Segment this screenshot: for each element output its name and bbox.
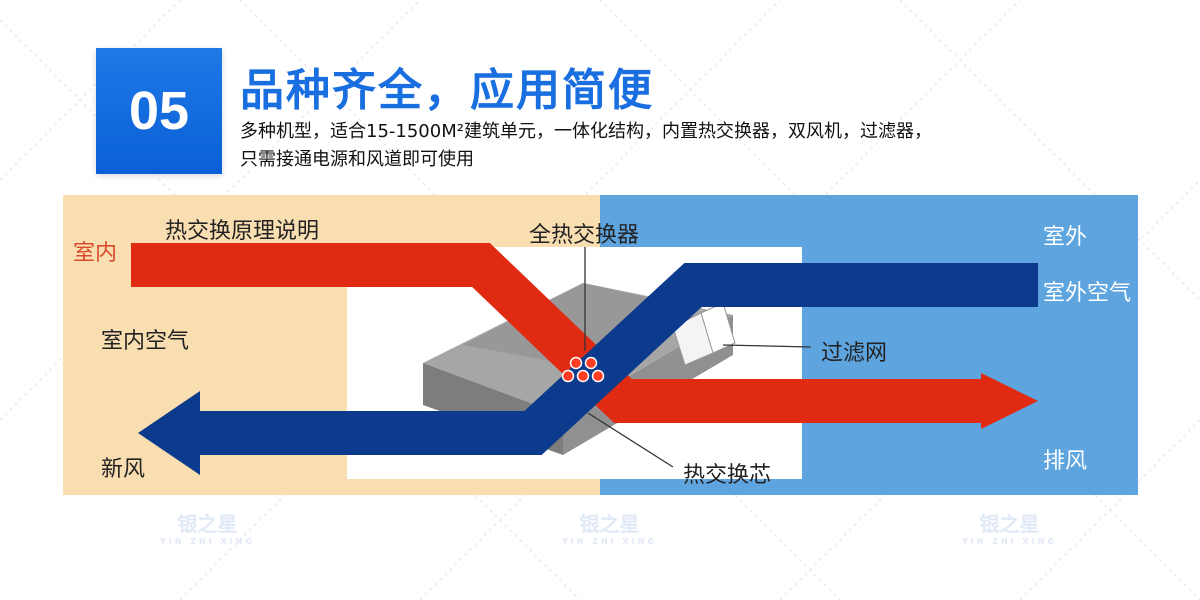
watermark-brand: 银之星 [177, 512, 238, 536]
filter-box [672, 302, 736, 366]
description-line: 多种机型，适合15-1500M²建筑单元，一体化结构，内置热交换器，双风机，过滤… [240, 121, 932, 142]
indoor-zone-label: 室内 [73, 241, 118, 266]
diagram-graphic [63, 195, 1138, 495]
watermark-sub: YIN ZHI XING [962, 537, 1057, 546]
description: 多种机型，适合15-1500M²建筑单元，一体化结构，内置热交换器，双风机，过滤… [240, 118, 1140, 174]
watermark-sub: YIN ZHI XING [160, 537, 255, 546]
exhaust-airflow-arrow [131, 243, 1038, 429]
section-number-badge: 05 [96, 48, 222, 174]
page-title: 品种齐全，应用简便 [240, 65, 654, 116]
watermark-brand: 银之星 [579, 512, 640, 536]
indoor-air-label: 室内空气 [101, 329, 190, 354]
exchanger-label: 全热交换器 [529, 223, 640, 248]
fresh-air-label: 新风 [101, 457, 146, 482]
diagram-title: 热交换原理说明 [165, 219, 320, 244]
watermark-brand: 银之星 [979, 512, 1040, 536]
heat-exchange-diagram: 室内 热交换原理说明 室内空气 新风 全热交换器 室外 室外空气 过滤网 热交换… [63, 195, 1138, 495]
filter-label: 过滤网 [821, 341, 888, 366]
watermark-sub: YIN ZHI XING [562, 537, 657, 546]
exchange-dots [561, 356, 605, 383]
watermark: 银之星 YIN ZHI XING [160, 508, 255, 546]
outdoor-air-label: 室外空气 [1043, 281, 1132, 306]
watermark: 银之星 YIN ZHI XING [562, 508, 657, 546]
leader-lines [584, 247, 812, 468]
outdoor-zone-label: 室外 [1043, 225, 1088, 250]
exhaust-label: 排风 [1043, 449, 1088, 474]
description-line: 只需接通电源和风道即可使用 [240, 149, 474, 170]
fresh-airflow-arrow [138, 263, 1038, 475]
core-label: 热交换芯 [683, 463, 772, 488]
watermark: 银之星 YIN ZHI XING [962, 508, 1057, 546]
